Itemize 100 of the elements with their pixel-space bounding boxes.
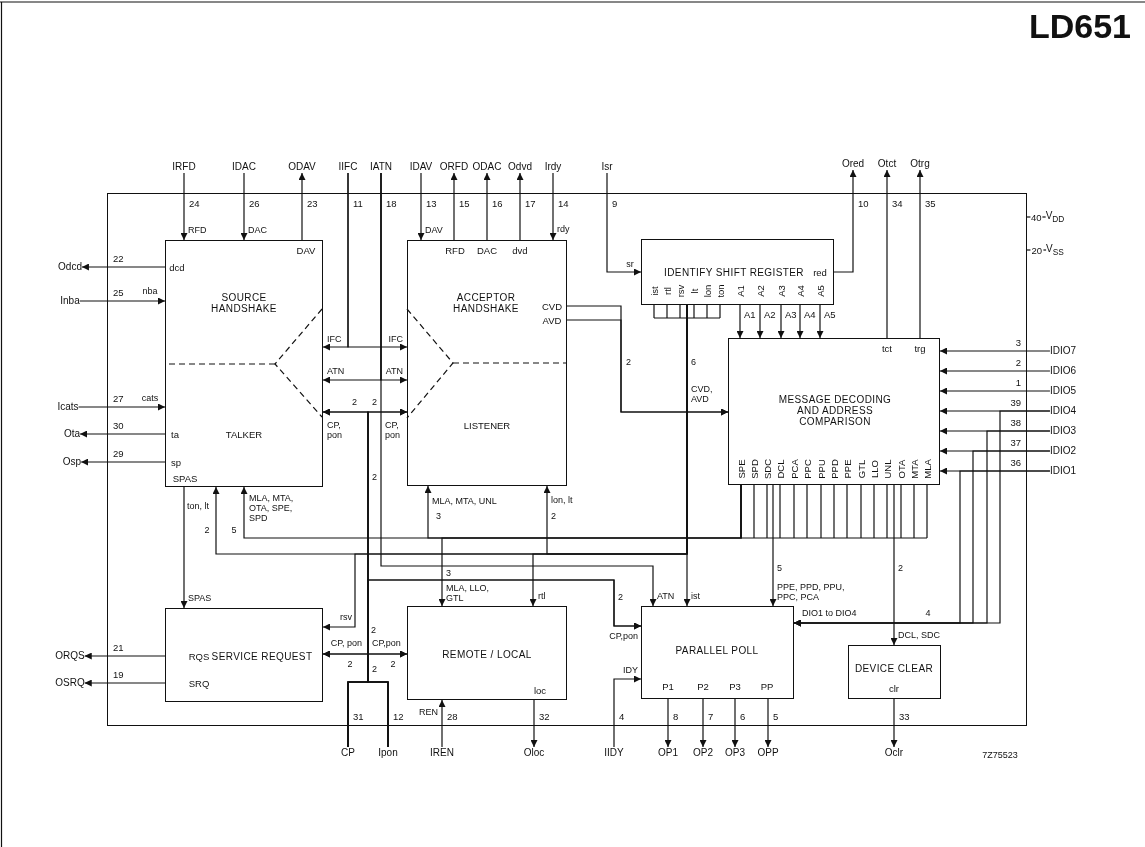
connector-line [81, 263, 166, 271]
signal-name: V$_{DD}$ [1045, 209, 1065, 225]
block-title: SOURCE HANDSHAKE [210, 292, 278, 314]
bus-width-number: 2 [898, 563, 903, 573]
port-label: SDC [761, 458, 773, 480]
port-label: A2 [754, 285, 766, 297]
signal-label: ATN [327, 366, 345, 376]
port-label: CVD [541, 300, 563, 312]
signal-label: MLA, MTA, UNL [432, 496, 497, 506]
signal-label: CP, pon [385, 420, 402, 440]
signal-label: CP,pon [372, 638, 401, 648]
connector-line [939, 367, 1051, 375]
port-label: MTA [908, 459, 920, 479]
function-block [165, 608, 323, 702]
port-label: P1 [662, 680, 674, 692]
port-label: SPE [735, 459, 747, 479]
chip-outline [107, 193, 1027, 726]
connector-line [549, 172, 557, 241]
port-label: RFD [445, 244, 465, 256]
signal-label: RFD [188, 225, 207, 235]
connector-line [796, 304, 804, 339]
signal-label: CVD, AVD [691, 384, 714, 404]
port-label: rsv [674, 284, 686, 298]
connector-line [756, 304, 764, 339]
signal-name: CP [341, 747, 355, 759]
bus-width-number: 2 [347, 659, 353, 669]
signal-name: Isr [601, 161, 613, 173]
connector-line [516, 172, 524, 241]
signal-label: ATN [657, 591, 675, 601]
signal-label: CP, pon [330, 638, 362, 648]
connector-line [483, 172, 491, 241]
signal-label: cats [141, 393, 159, 403]
connector-line [77, 403, 166, 411]
function-block [728, 338, 940, 485]
port-label: PPE [841, 459, 853, 479]
function-block [641, 606, 794, 699]
function-block [848, 645, 941, 699]
signal-name: Otct [877, 158, 897, 170]
signal-label: DAV [425, 225, 443, 235]
port-label: A1 [734, 285, 746, 297]
port-label: ton [714, 284, 726, 298]
port-label: tct [882, 342, 892, 354]
function-block [407, 606, 567, 700]
connector-line [890, 484, 898, 646]
signal-label: rdy [557, 224, 570, 234]
port-label: LLO [868, 460, 880, 478]
connector-line [699, 698, 707, 748]
port-label: lt [688, 288, 700, 294]
signal-name: ORFD [439, 161, 469, 173]
bus-width-number: 2 [390, 659, 396, 669]
block-title: MESSAGE DECODING AND ADDRESS COMPARISON [777, 393, 893, 427]
port-label: PCA [788, 459, 800, 479]
port-label: SRQ [188, 677, 210, 689]
connector-line [298, 172, 306, 241]
connector-line [939, 347, 1051, 355]
port-label: dvd [512, 244, 528, 256]
signal-name: Inba [60, 295, 80, 307]
port-label: OTA [895, 459, 907, 479]
signal-name: OSRQ [55, 677, 85, 689]
signal-name: IATN [370, 161, 392, 173]
signal-name: IDIO3 [1049, 425, 1077, 437]
signal-name: ORQS [55, 650, 85, 662]
port-label: loc [533, 684, 547, 696]
bus-width-number: 3 [446, 568, 451, 578]
block-title: PARALLEL POLL [675, 644, 759, 656]
bus-width-number: 2 [371, 625, 376, 635]
connector-line [816, 304, 824, 339]
connector-line [417, 172, 425, 241]
signal-label: REN [419, 707, 438, 717]
signal-label: nba [142, 286, 158, 296]
connector-line [450, 172, 458, 241]
signal-label: ton, lt [187, 501, 210, 511]
connector-line [613, 675, 642, 748]
signal-name: IDIO2 [1049, 445, 1077, 457]
port-label: UNL [881, 459, 893, 479]
function-block [165, 240, 323, 487]
signal-name: IIFC [338, 161, 358, 173]
signal-name: Oclr [884, 747, 904, 759]
function-block [407, 240, 567, 486]
connector-line [606, 172, 642, 276]
port-label: trg [914, 342, 926, 354]
signal-name: ODAV [288, 161, 316, 173]
signal-label: PPE, PPD, PPU, PPC, PCA [777, 582, 846, 602]
port-label: red [813, 266, 827, 278]
signal-name: Oloc [523, 747, 545, 759]
port-label: ta [171, 428, 179, 440]
port-label: A5 [814, 285, 826, 297]
port-label: SPAS [172, 472, 198, 484]
block-title: ACCEPTOR HANDSHAKE [452, 292, 520, 314]
port-label: P3 [729, 680, 741, 692]
port-label: MLA [921, 459, 933, 479]
signal-name: Otrg [910, 158, 930, 170]
port-label: LISTENER [463, 419, 511, 431]
port-label: dcd [169, 261, 185, 273]
signal-label: ATN [385, 366, 403, 376]
connector-line [833, 169, 857, 273]
bus-width-number: 2 [352, 397, 357, 407]
connector-line [79, 297, 166, 305]
port-label: PPD [828, 459, 840, 479]
bus-width-number: 2 [372, 664, 377, 674]
